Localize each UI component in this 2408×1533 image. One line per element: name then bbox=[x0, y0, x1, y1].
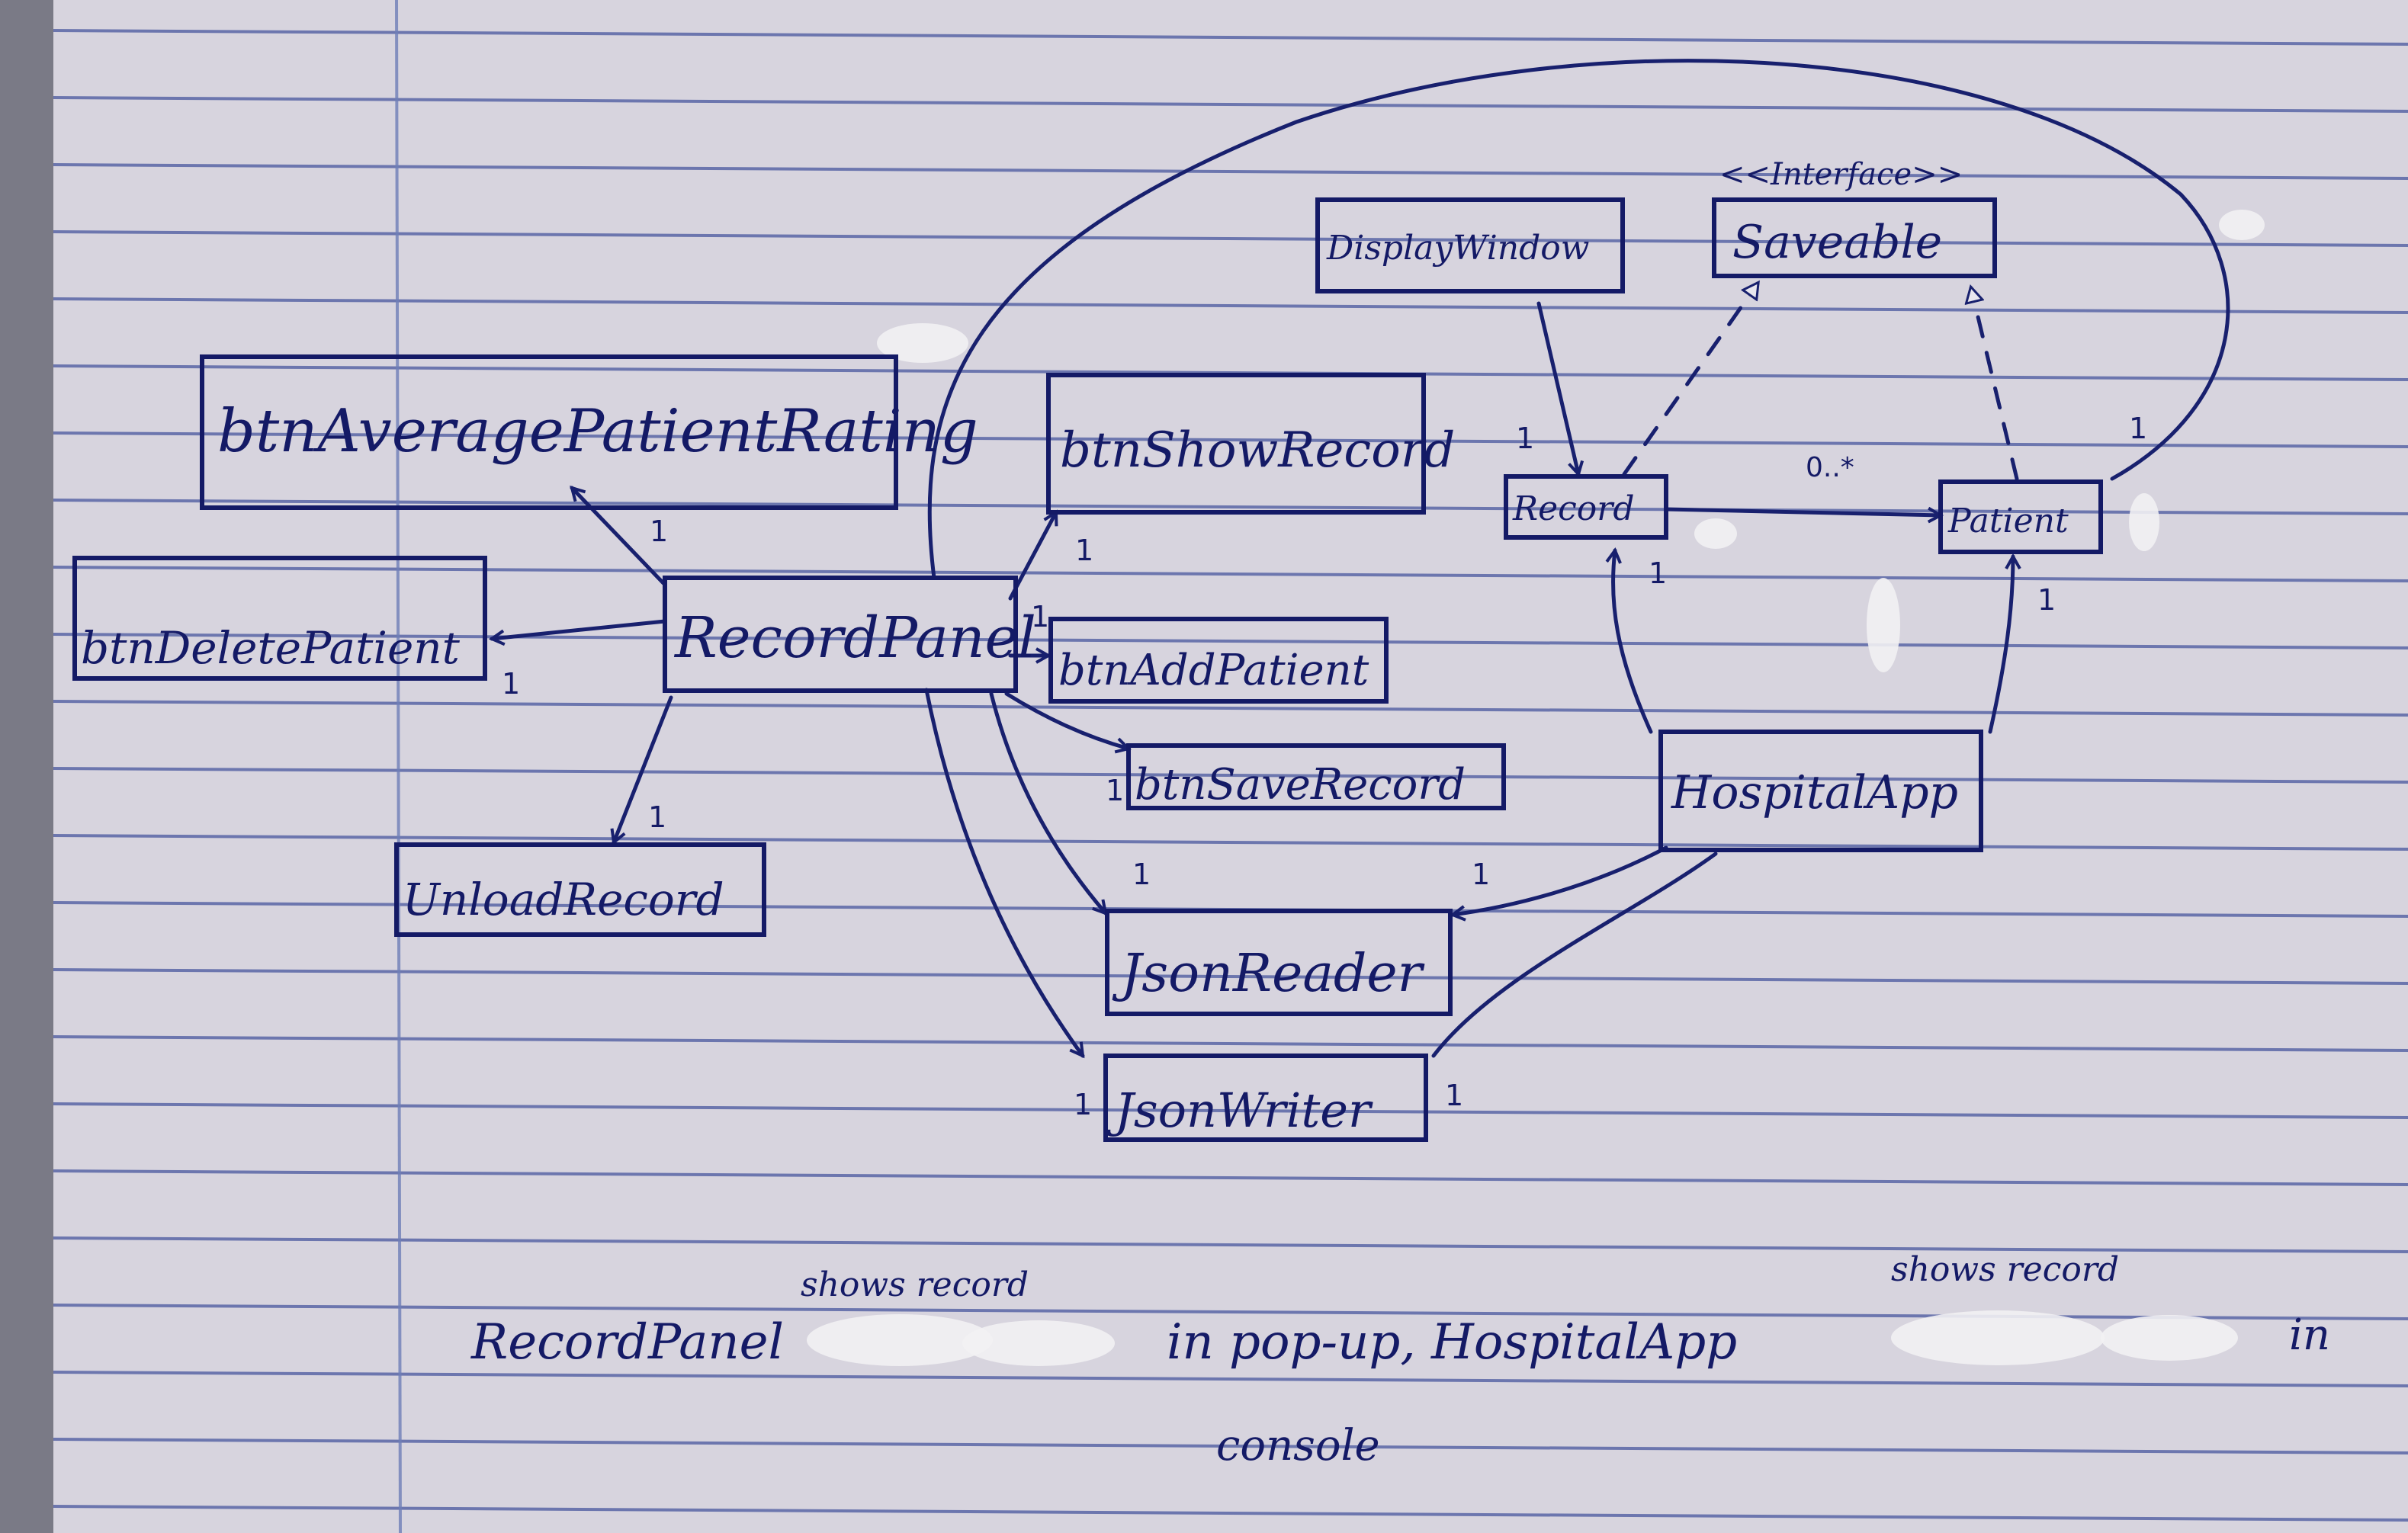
edge-label-e14: 1 bbox=[1649, 556, 1667, 590]
note-part3: in bbox=[2289, 1310, 2330, 1360]
edge-displaywindow-record bbox=[1536, 301, 1578, 474]
rule-line bbox=[53, 968, 2408, 985]
edge-patient-saveable bbox=[1971, 288, 2019, 481]
edge-recordpanel-saverecord bbox=[1004, 691, 1129, 749]
rule-line bbox=[53, 633, 2408, 649]
note-part1: RecordPanel bbox=[470, 1314, 784, 1371]
rule-line bbox=[53, 499, 2408, 515]
rule-line bbox=[53, 1035, 2408, 1052]
box-DisplayWindow: DisplayWindow bbox=[1315, 197, 1625, 293]
note-above1: shows record bbox=[801, 1265, 1029, 1304]
box-label: btnDeletePatient bbox=[81, 622, 461, 674]
binding-edge bbox=[0, 0, 53, 1533]
class-boxes: btnAveragePatientRating btnShowRecord Di… bbox=[72, 157, 2103, 1142]
edge-recordpanel-deletepatient bbox=[492, 619, 667, 639]
edge-recordpanel-jsonwriter bbox=[924, 688, 1085, 1056]
edge-labels: 1 1 1 1 1 1 1 1 1 1 0..* 1 1 1 1 bbox=[502, 412, 2147, 1121]
edge-label-e17: 1 bbox=[1445, 1079, 1463, 1112]
rule-line bbox=[53, 431, 2408, 448]
box-Patient: Patient bbox=[1938, 479, 2103, 554]
box-btnShowRecord: btnShowRecord bbox=[1046, 373, 1455, 515]
box-label: btnAddPatient bbox=[1058, 646, 1369, 695]
box-btnAddPatient: btnAddPatient bbox=[1048, 617, 1389, 704]
note-part2: in pop-up, HospitalApp bbox=[1167, 1314, 1737, 1371]
rule-line bbox=[53, 29, 2408, 46]
edges bbox=[492, 59, 2230, 1058]
rule-line bbox=[53, 566, 2408, 582]
rule-line bbox=[53, 297, 2408, 314]
rule-line bbox=[53, 163, 2408, 180]
note-line2: console bbox=[1216, 1421, 1380, 1470]
rule-line bbox=[53, 1236, 2408, 1253]
box-label: btnAveragePatientRating bbox=[217, 397, 978, 466]
edge-label-e5: 1 bbox=[1031, 600, 1049, 633]
box-btnAveragePatientRating: btnAveragePatientRating bbox=[200, 354, 978, 510]
box-JsonReader: JsonReader bbox=[1105, 909, 1453, 1016]
box-label: Saveable bbox=[1732, 216, 1942, 269]
edge-label-e8: 1 bbox=[1074, 1088, 1092, 1121]
correction-blots bbox=[807, 210, 2265, 1366]
edge-label-e15: 1 bbox=[2037, 583, 2056, 617]
rule-line bbox=[53, 1102, 2408, 1119]
edge-recordpanel-avgrating bbox=[572, 488, 666, 585]
box-label: JsonReader bbox=[1112, 944, 1425, 1004]
box-label: btnShowRecord bbox=[1060, 422, 1455, 479]
edge-label-e6: 1 bbox=[1106, 774, 1124, 807]
edge-label-e3: 1 bbox=[648, 800, 666, 834]
edge-recordpanel-patient-loop bbox=[927, 59, 2230, 580]
edge-label-e10: 1 bbox=[1516, 422, 1534, 455]
edge-hospitalapp-jsonwriter bbox=[1431, 851, 1718, 1058]
box-label: RecordPanel bbox=[673, 605, 1036, 671]
rule-line bbox=[53, 1505, 2408, 1522]
box-JsonWriter: JsonWriter bbox=[1103, 1054, 1428, 1142]
edge-label-e11: 0..* bbox=[1806, 452, 1854, 483]
box-label: Record bbox=[1512, 489, 1635, 528]
edge-hospitalapp-jsonreader bbox=[1453, 845, 1668, 915]
box-Record: Record bbox=[1504, 474, 1668, 540]
edge-hospitalapp-patient bbox=[1988, 556, 2013, 734]
box-RecordPanel: RecordPanel bbox=[663, 576, 1036, 693]
handwritten-note: RecordPanel shows record in pop-up, Hosp… bbox=[470, 1250, 2330, 1470]
edge-label-e4: 1 bbox=[1075, 534, 1093, 567]
box-label: UnloadRecord bbox=[403, 874, 724, 925]
rule-line bbox=[53, 834, 2408, 851]
rule-line bbox=[53, 1371, 2408, 1387]
edge-hospitalapp-record bbox=[1613, 550, 1653, 734]
box-Saveable: <<Interface>> Saveable bbox=[1712, 157, 1997, 278]
edge-record-saveable bbox=[1622, 284, 1758, 476]
note-above2: shows record bbox=[1891, 1250, 2119, 1289]
rule-line bbox=[53, 1169, 2408, 1186]
rule-line bbox=[53, 1438, 2408, 1454]
rule-line bbox=[53, 767, 2408, 784]
box-HospitalApp: HospitalApp bbox=[1658, 730, 1983, 852]
box-label: Patient bbox=[1947, 502, 2069, 540]
box-label: btnSaveRecord bbox=[1135, 760, 1466, 810]
box-stereotype: <<Interface>> bbox=[1719, 157, 1963, 192]
edge-recordpanel-unloadrecord bbox=[614, 695, 673, 842]
box-label: HospitalApp bbox=[1671, 766, 1958, 819]
edge-label-e16: 1 bbox=[1472, 858, 1490, 891]
box-UnloadRecord: UnloadRecord bbox=[394, 842, 766, 937]
margin-line bbox=[395, 0, 402, 1533]
edge-label-e9: 1 bbox=[2129, 412, 2147, 445]
edge-record-patient bbox=[1664, 509, 1941, 515]
edge-recordpanel-jsonreader bbox=[989, 691, 1106, 913]
edge-label-e1: 1 bbox=[650, 515, 668, 548]
edge-label-e2: 1 bbox=[502, 667, 520, 701]
rule-line bbox=[53, 230, 2408, 247]
edge-label-e7: 1 bbox=[1132, 858, 1151, 891]
box-label: DisplayWindow bbox=[1326, 229, 1589, 268]
box-btnDeletePatient: btnDeletePatient bbox=[72, 556, 487, 681]
rule-line bbox=[53, 700, 2408, 717]
box-label: JsonWriter bbox=[1106, 1082, 1373, 1138]
box-btnSaveRecord: btnSaveRecord bbox=[1126, 743, 1506, 810]
